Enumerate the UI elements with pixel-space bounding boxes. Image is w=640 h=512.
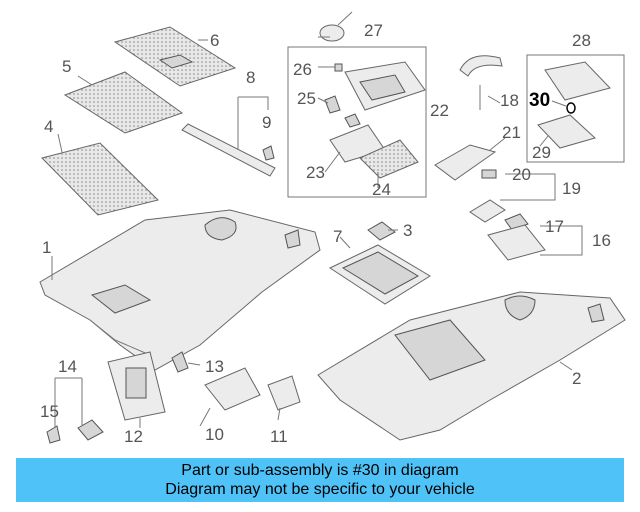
leader-19: [500, 173, 556, 201]
callout-10: 10: [205, 425, 224, 444]
part-21-bracket[interactable]: [434, 144, 497, 181]
banner-line-1: Part or sub-assembly is #30 in diagram: [181, 462, 459, 479]
part-8-roof-rail[interactable]: [181, 96, 276, 177]
callout-19: 19: [562, 179, 581, 198]
callout-12: 12: [124, 427, 143, 446]
part-26-clip[interactable]: [334, 63, 343, 72]
part-9-clip[interactable]: [262, 145, 275, 161]
callout-2: 2: [572, 369, 581, 388]
callout-27: 27: [364, 21, 383, 40]
leader-14: [54, 377, 83, 428]
part-28-map-lamp[interactable]: [544, 61, 611, 101]
callout-15: 15: [40, 402, 59, 421]
part-12-sun-visor[interactable]: [107, 351, 166, 421]
part-11-sunglass-holder[interactable]: [267, 375, 301, 411]
callout-20: 20: [512, 165, 531, 184]
callout-9: 9: [262, 113, 271, 132]
callout-13: 13: [205, 357, 224, 376]
part-2-headliner[interactable]: [317, 291, 626, 441]
part-18-grab-handle[interactable]: [459, 55, 503, 110]
part-29-lens[interactable]: [537, 114, 596, 149]
banner-line-2: Diagram may not be specific to your vehi…: [165, 481, 475, 498]
callout-6: 6: [210, 31, 219, 50]
callout-23: 23: [306, 163, 325, 182]
callout-14: 14: [58, 357, 77, 376]
part-5-roof-pad[interactable]: [63, 71, 184, 134]
callout-24: 24: [372, 180, 391, 199]
part-14-clip[interactable]: [77, 419, 104, 441]
leaders: [51, 36, 573, 428]
callout-8: 8: [246, 68, 255, 87]
part-16-lamp[interactable]: [487, 224, 546, 261]
part-1-headliner[interactable]: [39, 209, 321, 371]
part-22-console[interactable]: [344, 61, 426, 111]
part-4-roof-pad[interactable]: [41, 142, 159, 216]
callout-28: 28: [572, 31, 591, 50]
part-24-grille[interactable]: [359, 139, 419, 179]
callout-1: 1: [42, 238, 51, 257]
part-15-clip[interactable]: [46, 425, 61, 444]
part-7-sunroof-frame[interactable]: [328, 244, 431, 305]
assembly-28-box: [526, 54, 625, 163]
callout-16: 16: [592, 231, 611, 250]
part-6-roof-pad[interactable]: [113, 26, 237, 87]
callout-29: 29: [532, 143, 551, 162]
part-13-visor-holder[interactable]: [171, 351, 189, 373]
callout-30-highlighted: 30: [529, 90, 550, 111]
assembly-22-box: [287, 46, 427, 198]
leader-16: [540, 225, 583, 256]
part-25-bulb[interactable]: [324, 95, 361, 128]
callout-5: 5: [62, 57, 71, 76]
part-30-bulb[interactable]: [551, 100, 576, 114]
part-19-harness[interactable]: [469, 199, 506, 223]
callout-18: 18: [500, 91, 519, 110]
callout-25: 25: [297, 89, 316, 108]
part-10-console-cover[interactable]: [204, 367, 261, 411]
callout-3: 3: [403, 221, 412, 240]
callout-17: 17: [545, 217, 564, 236]
callout-26: 26: [293, 60, 312, 79]
info-banner: Part or sub-assembly is #30 in diagram D…: [16, 458, 624, 502]
callout-21: 21: [502, 123, 521, 142]
callout-11: 11: [270, 427, 288, 446]
part-20-switch[interactable]: [481, 169, 497, 179]
callout-22: 22: [430, 101, 449, 120]
callout-7: 7: [333, 227, 342, 246]
part-3-clip[interactable]: [367, 221, 396, 241]
callout-4: 4: [44, 117, 53, 136]
